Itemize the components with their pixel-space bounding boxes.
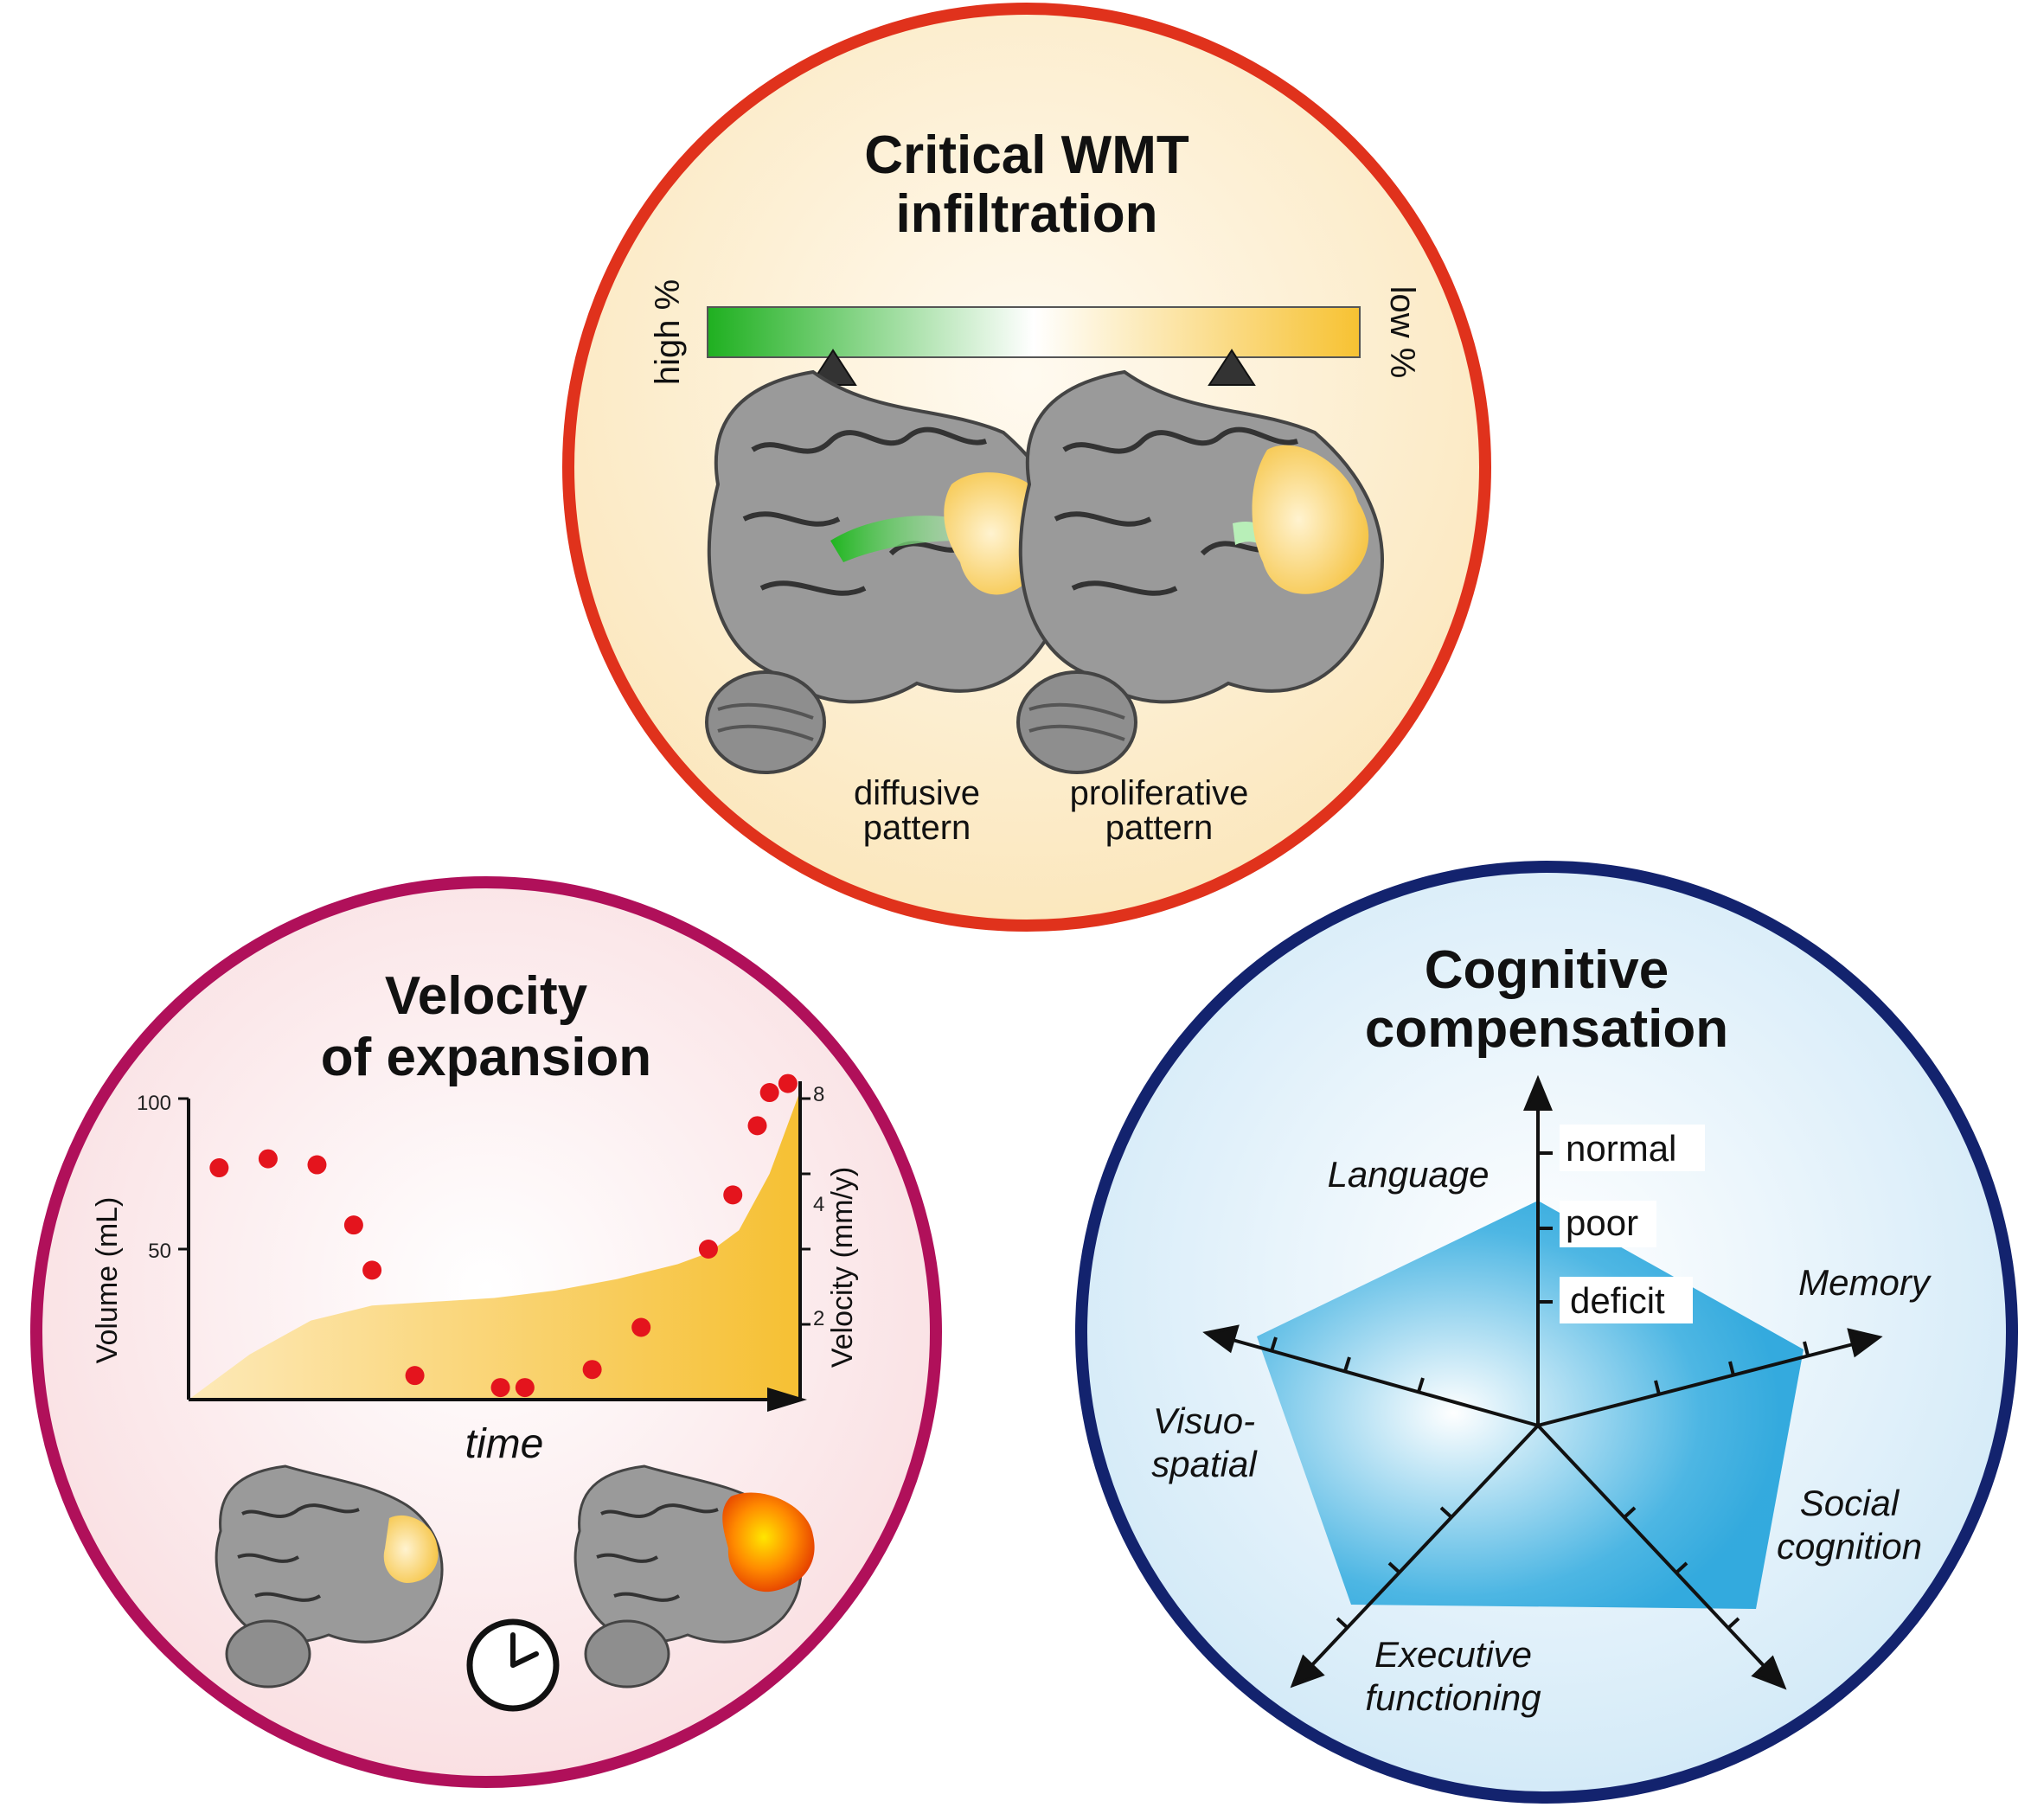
- y2-tick-4: 4: [813, 1193, 824, 1216]
- volume-velocity-chart: Volume (mL) Velocity (mm/y) time 100 50 …: [91, 1073, 859, 1467]
- domain-visuo-line2: spatial: [1151, 1444, 1258, 1484]
- volume-data-point: [258, 1149, 278, 1169]
- axis-tick: [1336, 1617, 1349, 1630]
- velocity-title-line2: of expansion: [321, 1028, 651, 1087]
- brain-label-diffusive-line1: diffusive: [854, 774, 980, 812]
- axis-tick: [1675, 1561, 1688, 1574]
- axis-tick: [1417, 1377, 1425, 1393]
- infiltration-scale-bar: [707, 306, 1361, 358]
- level-label-deficit: deficit: [1570, 1280, 1665, 1321]
- scale-label-high: high %: [649, 279, 687, 385]
- volume-data-point: [307, 1155, 327, 1175]
- y-axis-label-volume: Volume (mL): [91, 1197, 124, 1364]
- cognitive-title-line2: compensation: [1365, 999, 1728, 1059]
- axis-visuo-arrowhead: [1202, 1324, 1240, 1354]
- volume-data-point: [582, 1360, 602, 1380]
- brain-cerebellum-folia: [1028, 702, 1125, 741]
- volume-data-point: [490, 1378, 510, 1398]
- volume-data-point: [209, 1158, 229, 1178]
- axis-tick: [1727, 1617, 1740, 1630]
- clock-icon: [466, 1618, 560, 1712]
- brain-label-proliferative-line2: pattern: [1105, 809, 1214, 847]
- domain-memory: Memory: [1798, 1262, 1932, 1303]
- domain-language: Language: [1328, 1154, 1490, 1195]
- domain-visuo-line1: Visuo-: [1153, 1400, 1255, 1441]
- axis-tick: [1270, 1336, 1278, 1352]
- volume-data-point: [343, 1215, 363, 1235]
- wmt-title-line2: infiltration: [895, 184, 1157, 244]
- domain-executive-line1: Executive: [1374, 1634, 1532, 1675]
- volume-data-point: [778, 1073, 798, 1093]
- wmt-title-line1: Critical WMT: [864, 125, 1189, 185]
- tumor-yellow-large: [1252, 445, 1369, 594]
- brain-cerebellum: [705, 670, 826, 774]
- level-label-deficit-bg: [1560, 1277, 1693, 1323]
- axis-tick: [1343, 1356, 1351, 1372]
- proliferative-marker-triangle: [1208, 349, 1256, 386]
- volume-data-point: [515, 1378, 535, 1398]
- scale-label-low: low %: [1383, 286, 1421, 379]
- domain-social-line2: cognition: [1777, 1526, 1922, 1567]
- y-tick-100: 100: [137, 1092, 171, 1115]
- axis-social: [1536, 1424, 1771, 1673]
- brain-outline: [215, 1464, 444, 1644]
- axis-tick: [1803, 1341, 1810, 1356]
- brain-before: [215, 1464, 444, 1689]
- level-labels: normal poor deficit: [1560, 1125, 1705, 1323]
- axis-visuo: [1226, 1336, 1539, 1427]
- volume-data-point: [362, 1260, 382, 1280]
- brain-label-proliferative-line1: proliferative: [1070, 774, 1249, 812]
- axis-tick: [1439, 1506, 1453, 1519]
- tumor-hot: [722, 1492, 815, 1592]
- brain-gyri: [1054, 426, 1298, 596]
- level-label-poor-bg: [1560, 1201, 1656, 1247]
- axis-memory: [1537, 1341, 1861, 1427]
- brain-cerebellum-folia: [717, 702, 814, 741]
- brain-after: [573, 1464, 815, 1689]
- y2-tick-8: 8: [813, 1083, 824, 1106]
- axis-tick: [1623, 1506, 1637, 1519]
- y-axis-label-velocity: Velocity (mm/y): [826, 1167, 859, 1368]
- x-axis-label-time: time: [465, 1421, 544, 1467]
- axis-tick: [1728, 1361, 1735, 1376]
- axis-tick: [1387, 1561, 1401, 1574]
- axis-memory-arrowhead: [1847, 1328, 1883, 1358]
- brain-gyri: [596, 1503, 719, 1602]
- velocity-title-line1: Velocity: [385, 966, 588, 1026]
- brain-cerebellum: [584, 1619, 670, 1689]
- brain-cerebellum: [1016, 670, 1137, 774]
- level-label-poor: poor: [1566, 1202, 1638, 1243]
- brain-label-diffusive-line2: pattern: [863, 809, 971, 847]
- tumor-small: [383, 1515, 439, 1583]
- volume-data-point: [698, 1240, 718, 1259]
- axis-executive-arrowhead: [1290, 1654, 1325, 1689]
- velocity-panel: Velocity of expansion Volume (mL) Veloci…: [30, 876, 942, 1788]
- axis-social-arrowhead: [1751, 1655, 1787, 1690]
- level-label-normal-bg: [1560, 1125, 1705, 1171]
- infiltration-tract-green: [830, 516, 960, 562]
- cognitive-panel: Cognitive compensation: [1075, 861, 2018, 1804]
- cognitive-title-line1: Cognitive: [1425, 940, 1669, 1000]
- x-axis-arrowhead: [767, 1387, 807, 1412]
- radar-axes: [1202, 1074, 1883, 1690]
- level-label-normal: normal: [1566, 1128, 1676, 1169]
- brain-proliferative: proliferative pattern: [1016, 369, 1384, 847]
- domain-executive-line2: functioning: [1365, 1677, 1541, 1718]
- volume-data-point: [747, 1116, 767, 1136]
- volume-data-point: [631, 1317, 651, 1337]
- volume-data-point: [759, 1083, 779, 1103]
- brain-gyri: [742, 426, 987, 596]
- brain-cerebellum: [225, 1619, 311, 1689]
- volume-data-point: [723, 1185, 743, 1205]
- domain-social-line1: Social: [1800, 1483, 1900, 1523]
- volume-data-point: [405, 1366, 425, 1386]
- axis-language-arrowhead: [1523, 1074, 1553, 1111]
- domain-labels: Language Memory Social cognition Executi…: [1151, 1154, 1932, 1718]
- wmt-panel: Critical WMT infiltration high % low % d…: [562, 3, 1491, 932]
- axis-tick: [1654, 1380, 1661, 1395]
- brain-gyri: [237, 1503, 360, 1602]
- y-tick-50: 50: [148, 1240, 171, 1263]
- y2-tick-2: 2: [813, 1307, 824, 1330]
